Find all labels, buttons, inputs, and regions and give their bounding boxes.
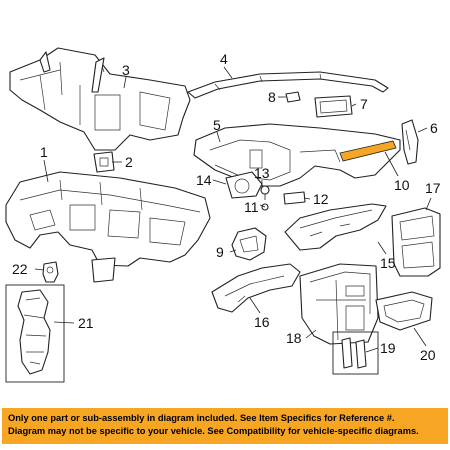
part-21-module-assembly — [5, 284, 65, 383]
callout-5: 5 — [213, 117, 221, 133]
part-5-panel-upper — [193, 123, 401, 187]
callout-19: 19 — [380, 340, 396, 356]
callout-6: 6 — [430, 120, 438, 136]
callout-9: 9 — [216, 244, 224, 260]
callout-18: 18 — [286, 330, 302, 346]
disclaimer-banner: Only one part or sub-assembly in diagram… — [2, 408, 448, 444]
callout-20: 20 — [420, 347, 436, 363]
callout-16: 16 — [254, 314, 270, 330]
part-18-center-stack — [299, 263, 379, 345]
callout-7: 7 — [360, 96, 368, 112]
callout-2: 2 — [125, 154, 133, 170]
callout-12: 12 — [313, 191, 329, 207]
callout-3: 3 — [122, 62, 130, 78]
part-3-panel-frame — [9, 47, 191, 151]
part-13-fastener — [260, 185, 270, 200]
part-17-switch-bezel — [391, 207, 441, 277]
part-1-panel-carrier — [5, 171, 211, 283]
part-7-vent-bezel — [314, 95, 353, 118]
callout-11: 11 — [244, 199, 259, 215]
part-22-clip — [42, 261, 59, 283]
part-12-switch-bezel — [283, 191, 306, 205]
part-14-cluster-bezel — [225, 171, 263, 199]
callout-15: 15 — [380, 255, 396, 271]
disclaimer-line-1: Only one part or sub-assembly in diagram… — [8, 413, 395, 423]
callout-4: 4 — [220, 51, 228, 67]
callout-labels: 1 2 3 4 5 6 7 8 9 10 11 12 13 14 15 16 1… — [12, 51, 441, 363]
part-19-brackets — [332, 331, 379, 375]
callout-8: 8 — [268, 89, 276, 105]
disclaimer-line-2: Diagram may not be specific to your vehi… — [8, 426, 419, 436]
part-2-bracket — [93, 151, 115, 173]
callout-1: 1 — [40, 144, 48, 160]
part-15-lower-trim — [284, 203, 387, 251]
callout-14: 14 — [196, 172, 212, 188]
callout-10: 10 — [394, 177, 410, 193]
part-16-knee-bolster — [211, 263, 301, 313]
part-6-end-cap — [401, 119, 419, 165]
leader-lines — [34, 66, 432, 353]
part-4-top-trim — [187, 71, 389, 99]
callout-17: 17 — [425, 180, 441, 196]
callout-13: 13 — [254, 165, 270, 181]
part-20-storage-bin — [375, 291, 433, 331]
callout-22: 22 — [12, 261, 28, 277]
part-9-column-cover — [231, 227, 267, 261]
part-8-clip — [285, 91, 301, 103]
callout-21: 21 — [78, 315, 94, 331]
